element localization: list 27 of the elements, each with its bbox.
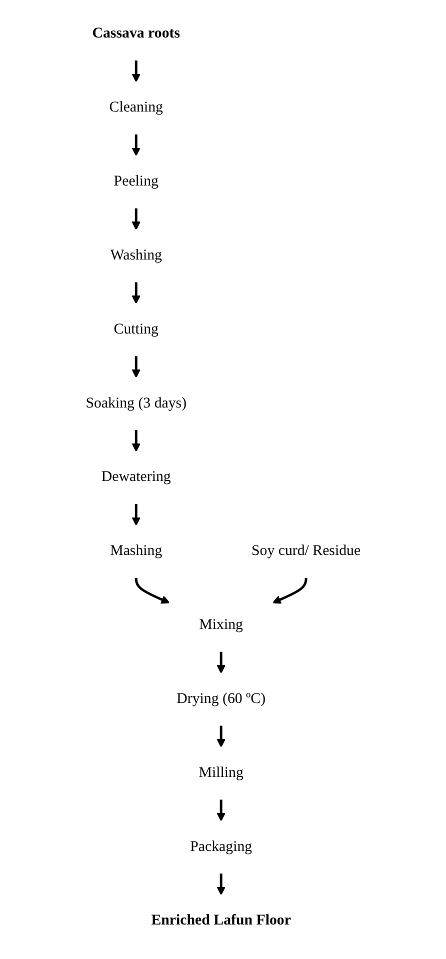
node-text: Mashing — [110, 543, 162, 560]
arrow — [132, 208, 140, 230]
arrow — [132, 282, 140, 304]
node-text: Soaking (3 days) — [86, 395, 186, 412]
node-text: Soy curd/ Residue — [251, 543, 360, 560]
arrow — [216, 873, 226, 896]
arrow — [132, 60, 140, 82]
node-text: Cleaning — [109, 100, 163, 116]
node-text: Cutting — [114, 321, 158, 338]
arrow — [132, 356, 140, 378]
node-text: Packaging — [190, 838, 252, 855]
arrow — [216, 799, 226, 822]
node-text: Washing — [110, 248, 162, 264]
node-text: Enriched Lafun Floor — [151, 912, 291, 929]
node-text: Dewatering — [101, 469, 171, 486]
node-text: Milling — [198, 764, 244, 781]
arrow — [134, 577, 170, 604]
arrow — [272, 577, 308, 604]
arrow — [132, 134, 140, 156]
arrow — [132, 504, 140, 526]
node-text: Drying (60 ºC) — [176, 691, 266, 707]
node-text: Peeling — [114, 174, 158, 190]
node-text: Cassava roots — [92, 26, 180, 42]
node-text: Mixing — [199, 617, 243, 633]
arrow — [216, 725, 226, 748]
arrow — [216, 651, 226, 674]
arrow — [132, 430, 140, 452]
